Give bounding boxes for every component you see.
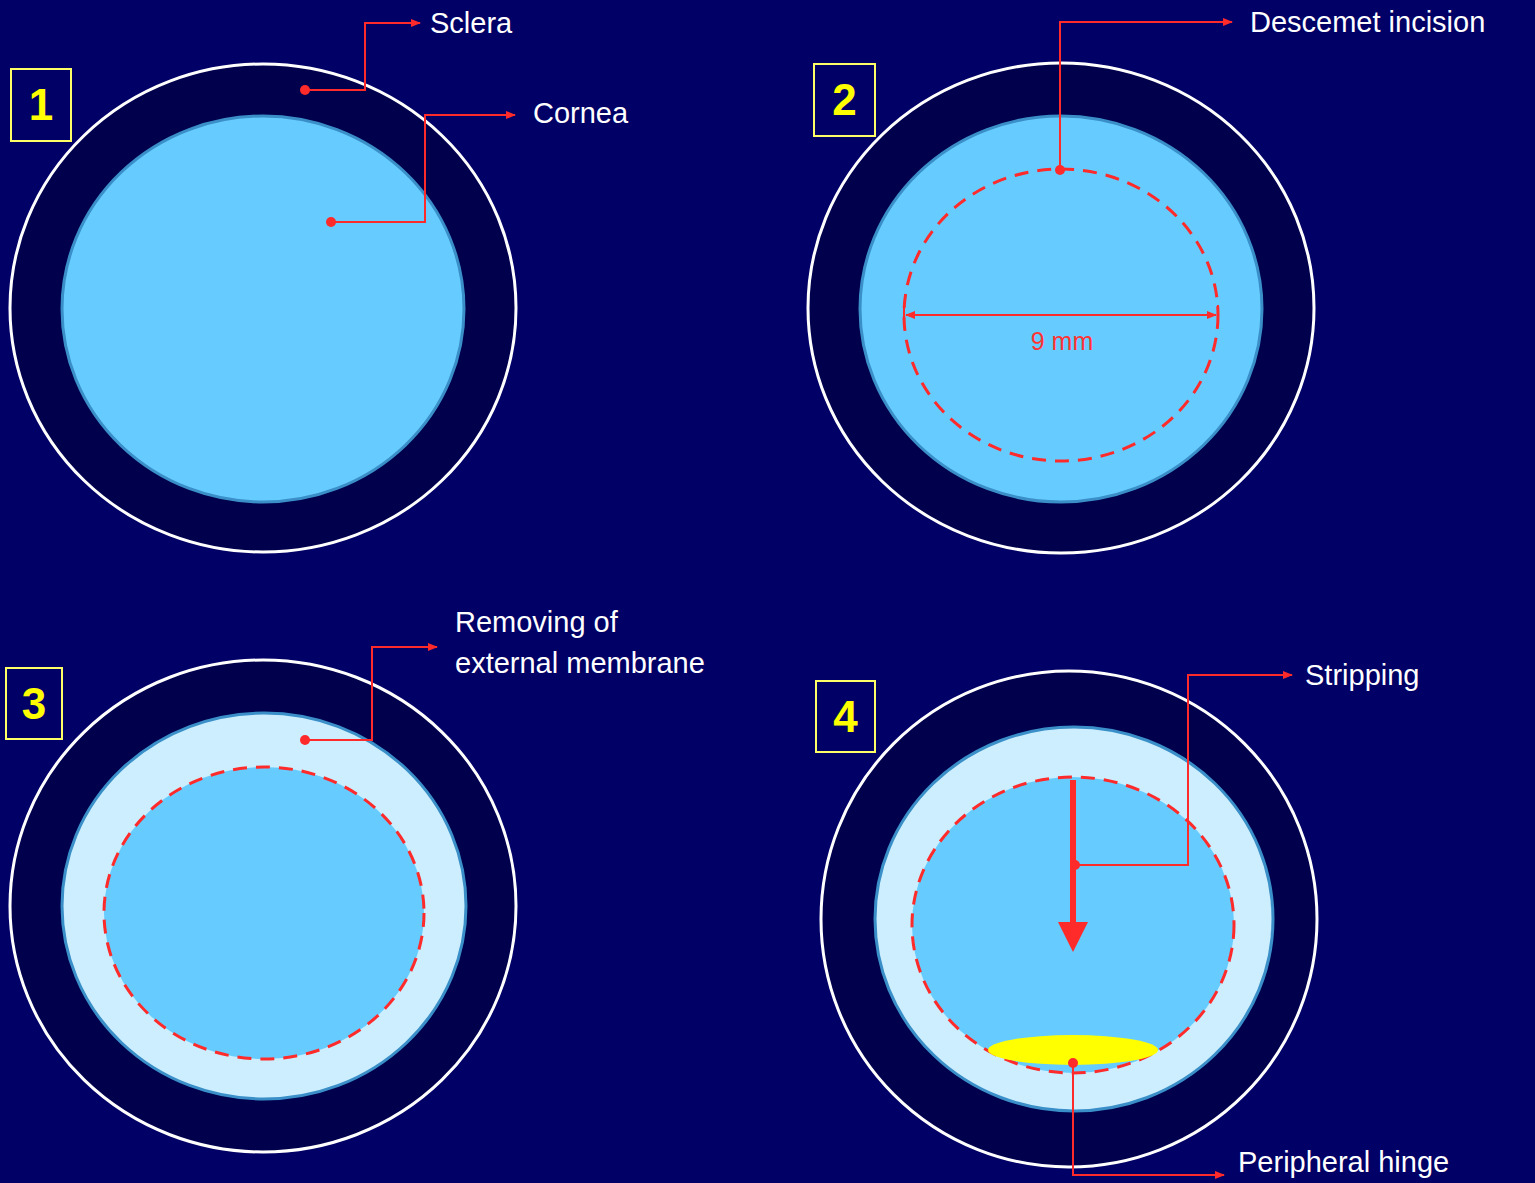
step-number-box: 4 — [815, 680, 876, 753]
step-number-box: 3 — [5, 667, 63, 740]
descemet-incision — [104, 767, 424, 1059]
leader-line — [1060, 22, 1232, 170]
step-number-box: 2 — [813, 63, 876, 137]
dimension-label: 9 mm — [1031, 324, 1094, 358]
leader-line — [1075, 675, 1292, 865]
leader-dot — [1068, 1058, 1078, 1068]
eye-panel-4 — [821, 671, 1317, 1167]
leader-line — [305, 647, 437, 740]
sclera — [10, 660, 516, 1152]
step-number: 1 — [29, 81, 53, 129]
step-number-box: 1 — [10, 68, 72, 142]
step-number: 2 — [832, 76, 856, 124]
sclera — [821, 671, 1317, 1167]
dimension-tick — [903, 305, 905, 326]
sclera — [10, 64, 516, 552]
leader-line — [1073, 1063, 1224, 1175]
cornea-stroma — [875, 727, 1273, 1111]
cornea — [860, 116, 1262, 502]
leader-line — [331, 115, 515, 222]
leader-lines — [305, 22, 1292, 1175]
part-label: Descemet incision — [1250, 5, 1485, 39]
leader-dots — [300, 85, 1080, 1068]
part-label: Sclera — [430, 6, 512, 40]
leader-line — [305, 23, 420, 90]
stripping-arrowhead — [1058, 922, 1088, 952]
part-label: Removing of external membrane — [455, 602, 725, 684]
part-label: Cornea — [533, 96, 628, 130]
eye-panel-3 — [10, 660, 516, 1152]
eye-panel-1 — [10, 64, 516, 552]
leader-dot — [300, 85, 310, 95]
leader-dot — [300, 735, 310, 745]
descemet-incision — [912, 777, 1234, 1073]
dimension-tick — [1217, 305, 1219, 326]
stripping-arrow — [1070, 780, 1076, 925]
part-label: Peripheral hinge — [1238, 1145, 1449, 1179]
part-label: Stripping — [1305, 658, 1419, 692]
cornea — [62, 116, 464, 502]
dimension-line — [906, 314, 1216, 316]
step-number: 4 — [833, 693, 857, 741]
leader-dot — [1055, 165, 1065, 175]
leader-dot — [1070, 860, 1080, 870]
cornea-stroma — [62, 713, 466, 1099]
descemet-incision — [904, 169, 1218, 461]
leader-dot — [326, 217, 336, 227]
step-number: 3 — [22, 680, 46, 728]
